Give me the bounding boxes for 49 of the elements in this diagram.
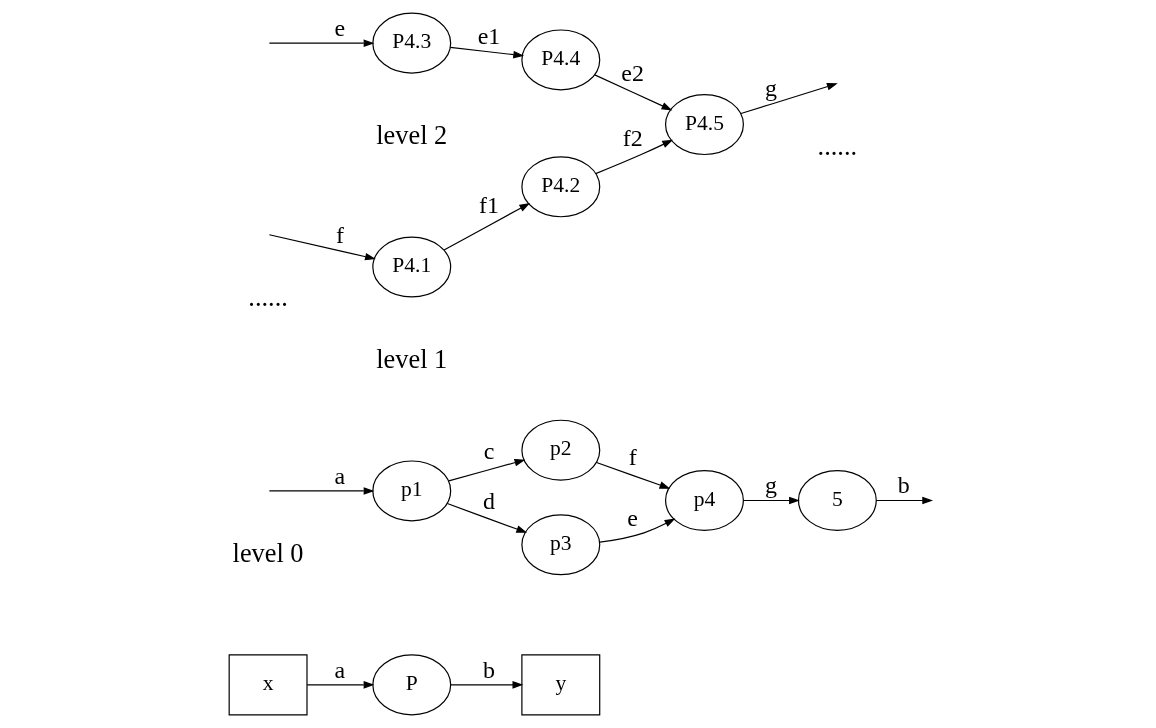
node-ellipse: P4.4 <box>521 29 601 91</box>
label: ...... <box>817 132 858 162</box>
edge-label: b <box>482 656 495 683</box>
node-ellipse: P <box>372 654 452 716</box>
arrow <box>306 681 375 689</box>
edge-label: e2 <box>621 60 644 87</box>
arrow <box>446 502 528 533</box>
node-box: y <box>521 654 601 716</box>
node-ellipse: p3 <box>521 514 601 576</box>
arrow <box>268 487 375 495</box>
node-ellipse: p1 <box>372 460 452 522</box>
arrow <box>742 496 800 505</box>
arrow <box>268 234 376 261</box>
arrow <box>443 202 531 251</box>
arrow <box>448 458 526 482</box>
node-ellipse: P4.1 <box>372 236 452 298</box>
node-ellipse: p2 <box>521 419 601 481</box>
label: ...... <box>248 283 288 313</box>
label: level 2 <box>376 121 448 151</box>
edge-label: f1 <box>479 192 499 219</box>
arrow <box>595 139 674 175</box>
edge-label: a <box>334 656 346 683</box>
edge-label: f2 <box>622 125 643 152</box>
node-ellipse: P4.2 <box>521 156 601 218</box>
arrow <box>450 681 524 689</box>
node-ellipse: P4.5 <box>664 94 744 156</box>
arrow <box>449 46 525 59</box>
arrow <box>595 461 671 489</box>
edge-label: f <box>628 443 637 470</box>
edge-label: c <box>483 437 495 464</box>
edge-label: g <box>764 472 777 499</box>
edge-label: g <box>764 74 777 101</box>
edge-label: d <box>482 487 495 514</box>
edge-label: f <box>335 222 344 249</box>
label: level 1 <box>376 345 448 375</box>
arrow <box>599 518 676 543</box>
label: level 0 <box>232 539 304 569</box>
edge-label: a <box>334 462 346 489</box>
arrow <box>268 39 375 47</box>
node-ellipse: 5 <box>797 469 877 531</box>
arrow <box>875 496 934 505</box>
edge-label: e <box>627 504 638 531</box>
edge-label: b <box>897 472 910 499</box>
edge-label: e1 <box>477 23 501 50</box>
edge-label: e <box>334 14 346 41</box>
node-ellipse: P4.3 <box>372 12 452 74</box>
arrow <box>594 74 673 111</box>
arrow <box>740 82 838 115</box>
node-box: x <box>228 654 308 716</box>
